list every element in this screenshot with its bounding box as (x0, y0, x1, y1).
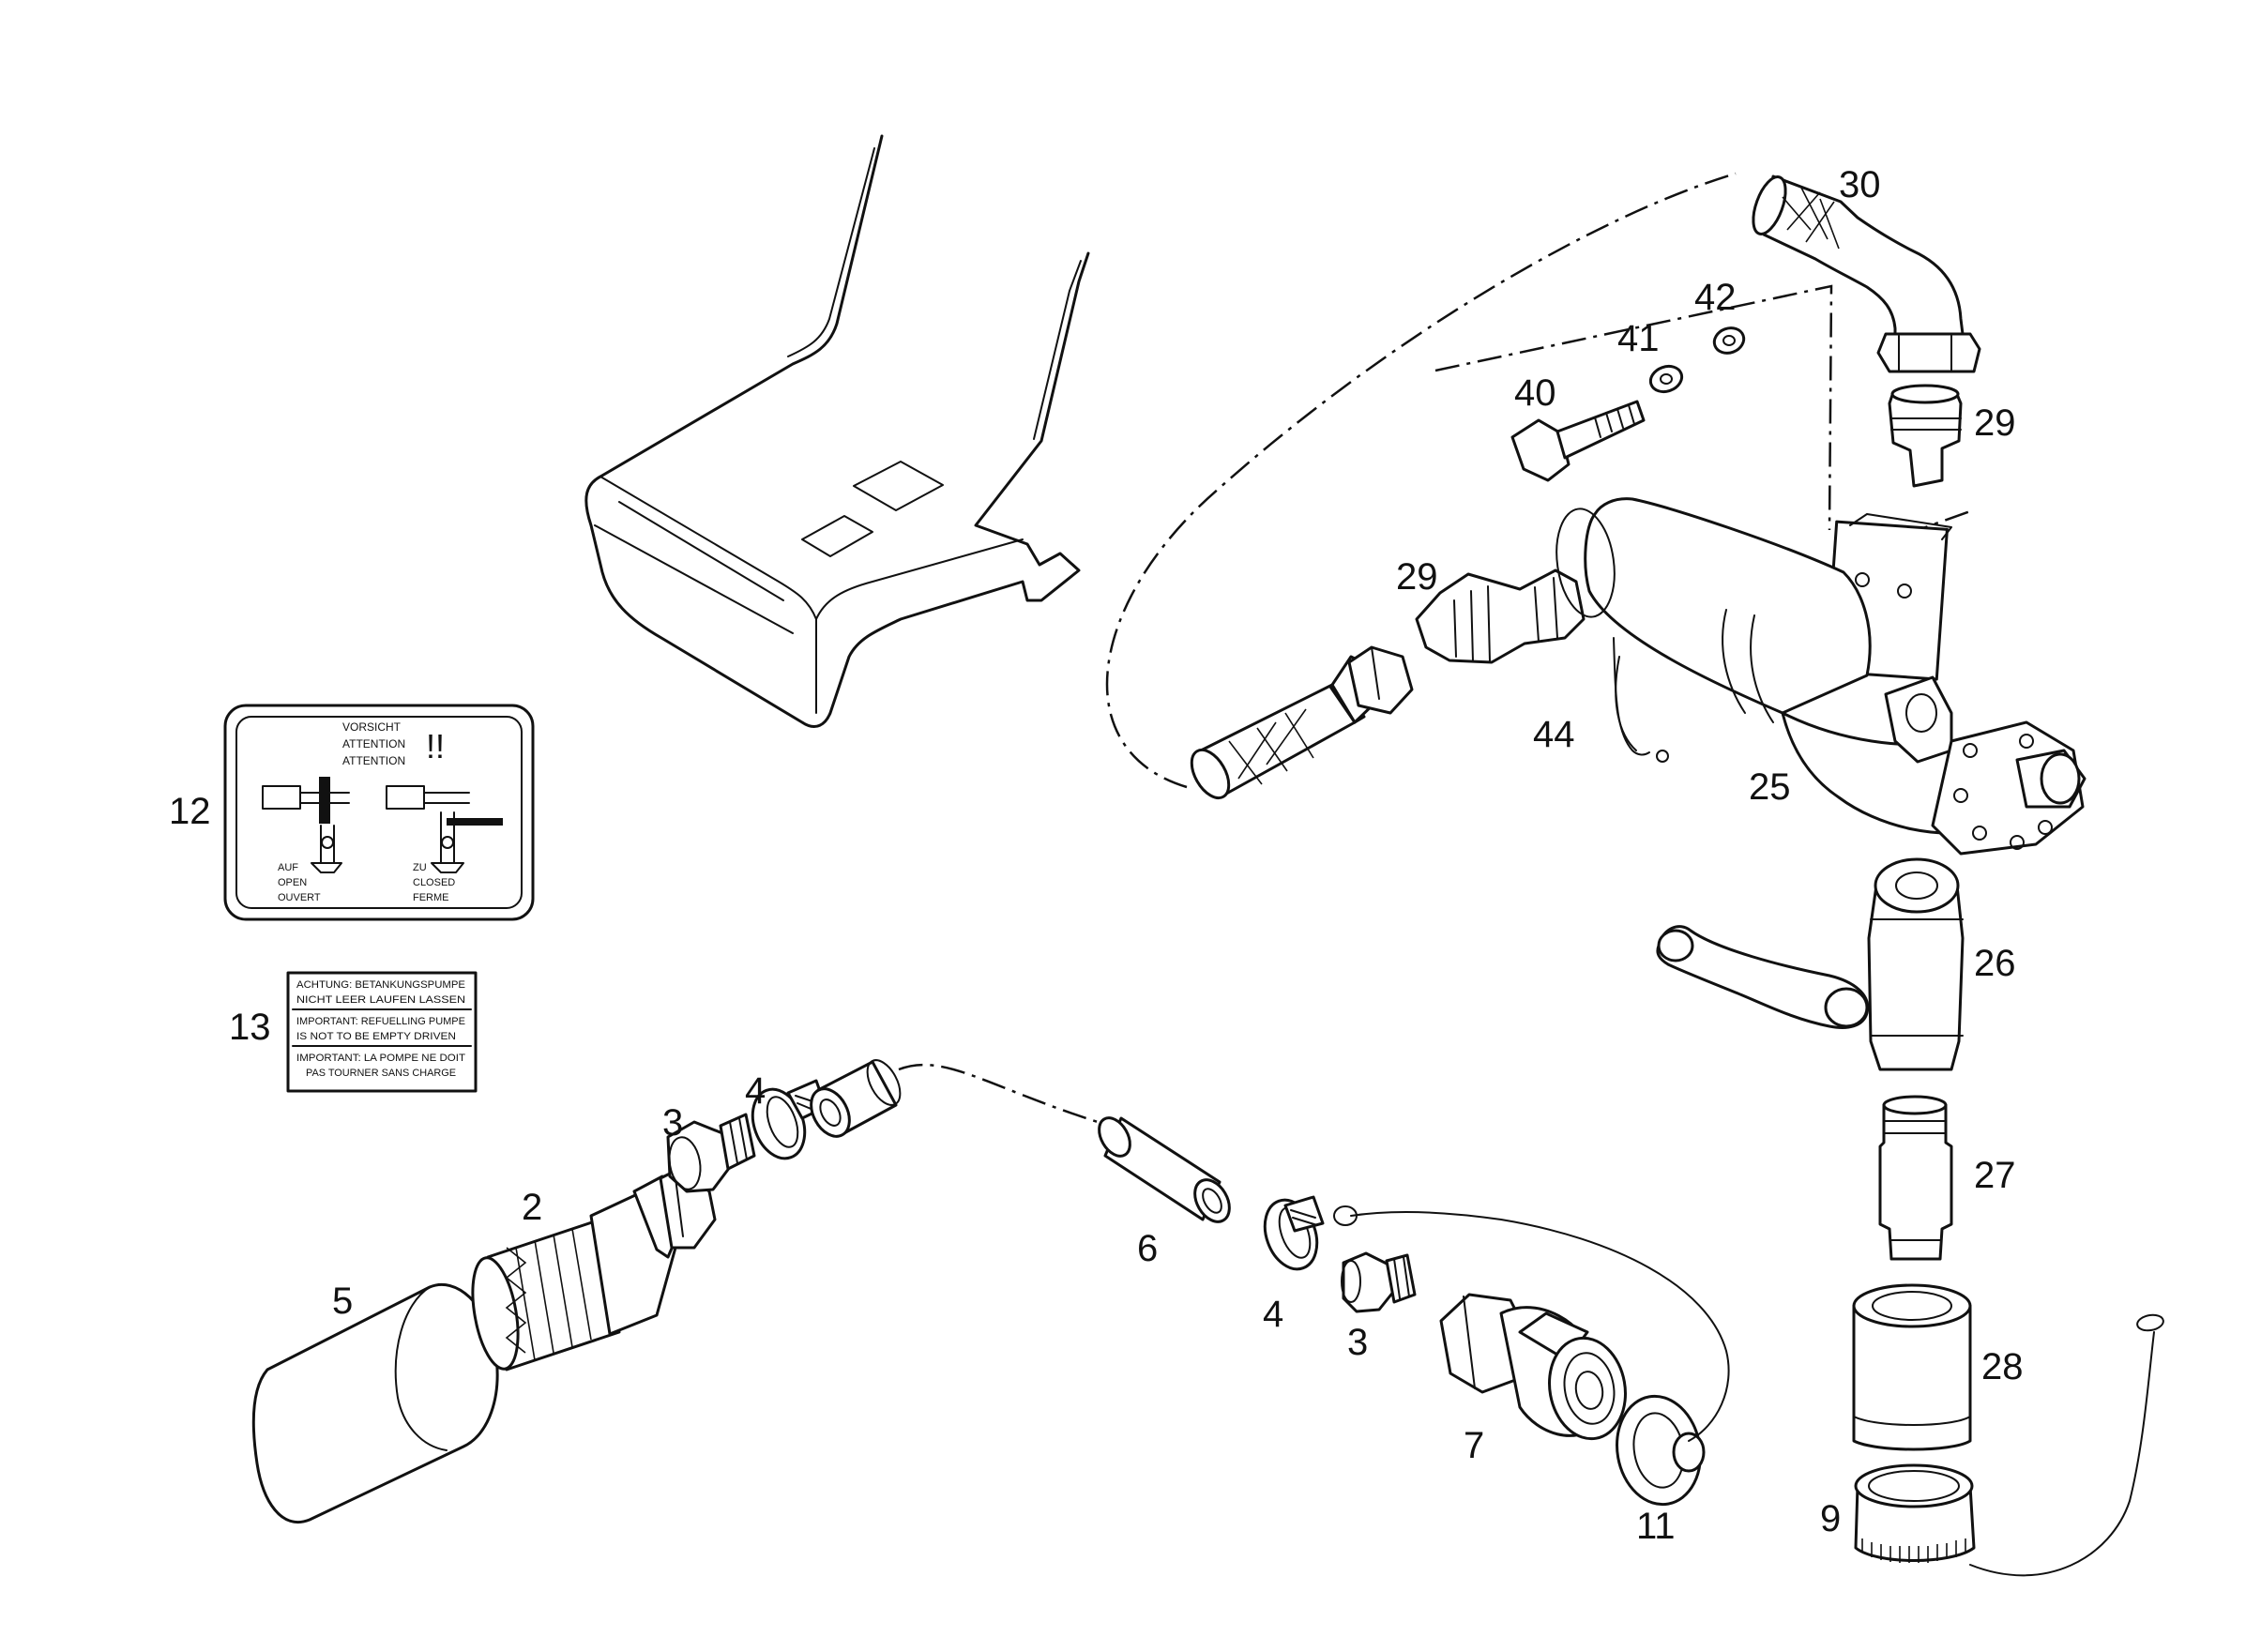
decal-13-line-1: ACHTUNG: BETANKUNGSPUMPE (296, 979, 465, 991)
callout-3-right: 3 (1347, 1322, 1368, 1363)
callout-6: 6 (1137, 1228, 1158, 1269)
part-2-filter-housing (471, 1167, 717, 1372)
part-29-nipple-upper (1888, 384, 1963, 488)
part-4-hose-clamp-right (1263, 1195, 1325, 1271)
callout-3-left: 3 (662, 1102, 683, 1144)
part-27-fitting (1878, 1095, 1953, 1261)
callout-25: 25 (1749, 766, 1791, 808)
callout-28: 28 (1981, 1346, 2024, 1387)
part-29-nipple-left (1415, 568, 1586, 664)
decal-13-line-6: PAS TOURNER SANS CHARGE (306, 1068, 456, 1079)
callout-9: 9 (1820, 1498, 1841, 1539)
part-40-bolt (1510, 400, 1646, 482)
part-11-dust-cap (1333, 1205, 1730, 1507)
decal-12-closed-3: FERME (413, 892, 449, 903)
decal-12-open-3: OUVERT (278, 892, 321, 903)
decal-13-line-2: NICHT LEER LAUFEN LASSEN (296, 994, 465, 1006)
part-28-adapter (1852, 1283, 1972, 1451)
part-9-cap (1854, 1313, 2164, 1577)
decal-13-line-5: IMPORTANT: LA POMPE NE DOIT (296, 1053, 465, 1064)
valve-closed-pictogram (386, 785, 503, 873)
part-25-pump (1555, 497, 2086, 856)
decal-13-line-4: IS NOT TO BE EMPTY DRIVEN (296, 1031, 456, 1042)
callout-12: 12 (169, 791, 211, 832)
callout-26: 26 (1974, 943, 2016, 984)
callout-29-left: 29 (1396, 556, 1438, 598)
callout-2: 2 (522, 1187, 542, 1228)
decal-12-open-1: AUF (278, 862, 298, 873)
decal-12-warning-1: VORSICHT (342, 720, 402, 734)
callout-7: 7 (1464, 1425, 1484, 1466)
valve-open-pictogram (262, 777, 350, 873)
callouts: 30 42 41 40 29 29 44 25 26 27 28 9 12 13… (169, 164, 2024, 1547)
hose-segment-left (810, 1059, 902, 1138)
callout-44: 44 (1533, 714, 1575, 755)
decal-12: VORSICHT ATTENTION ATTENTION !! AUF OPEN… (223, 704, 535, 921)
part-41-washer (1648, 364, 1684, 394)
callout-4-left: 4 (745, 1070, 766, 1112)
hose-end-fitting (1190, 645, 1414, 800)
part-4-hose-clamp-left (751, 1079, 827, 1160)
part-30-elbow-hose (1752, 174, 1981, 373)
callout-41: 41 (1617, 318, 1660, 359)
callout-29-upper: 29 (1974, 402, 2016, 444)
decal-12-open-2: OPEN (278, 877, 307, 888)
callout-11: 11 (1636, 1506, 1676, 1547)
part-5-filter-element (251, 1282, 499, 1523)
part-7-quick-coupling (1439, 1293, 1627, 1441)
machine-housing (584, 134, 1090, 728)
decal-12-exclamation: !! (426, 727, 445, 765)
callout-4-right: 4 (1263, 1294, 1283, 1335)
part-6-hose-segment (1098, 1116, 1231, 1223)
decal-13-line-3: IMPORTANT: REFUELLING PUMPE (296, 1016, 465, 1027)
part-26-ball-valve (1656, 857, 1965, 1071)
part-42-washer (1712, 326, 1746, 355)
decal-12-closed-2: CLOSED (413, 877, 455, 888)
decal-12-closed-1: ZU (413, 862, 427, 873)
callout-13: 13 (229, 1007, 271, 1048)
part-44-cable (1615, 656, 1637, 751)
decal-13: ACHTUNG: BETANKUNGSPUMPE NICHT LEER LAUF… (286, 971, 478, 1093)
callout-27: 27 (1974, 1155, 2016, 1196)
callout-42: 42 (1694, 277, 1737, 318)
part-3-fitting-right (1341, 1251, 1417, 1313)
decal-12-warning-2: ATTENTION (342, 737, 405, 750)
callout-30: 30 (1839, 164, 1881, 205)
callout-40: 40 (1514, 372, 1556, 414)
decal-12-warning-3: ATTENTION (342, 754, 405, 767)
part-3-fitting-left (666, 1113, 756, 1193)
hose-routing-lines (898, 172, 1971, 1132)
callout-5: 5 (332, 1281, 353, 1322)
